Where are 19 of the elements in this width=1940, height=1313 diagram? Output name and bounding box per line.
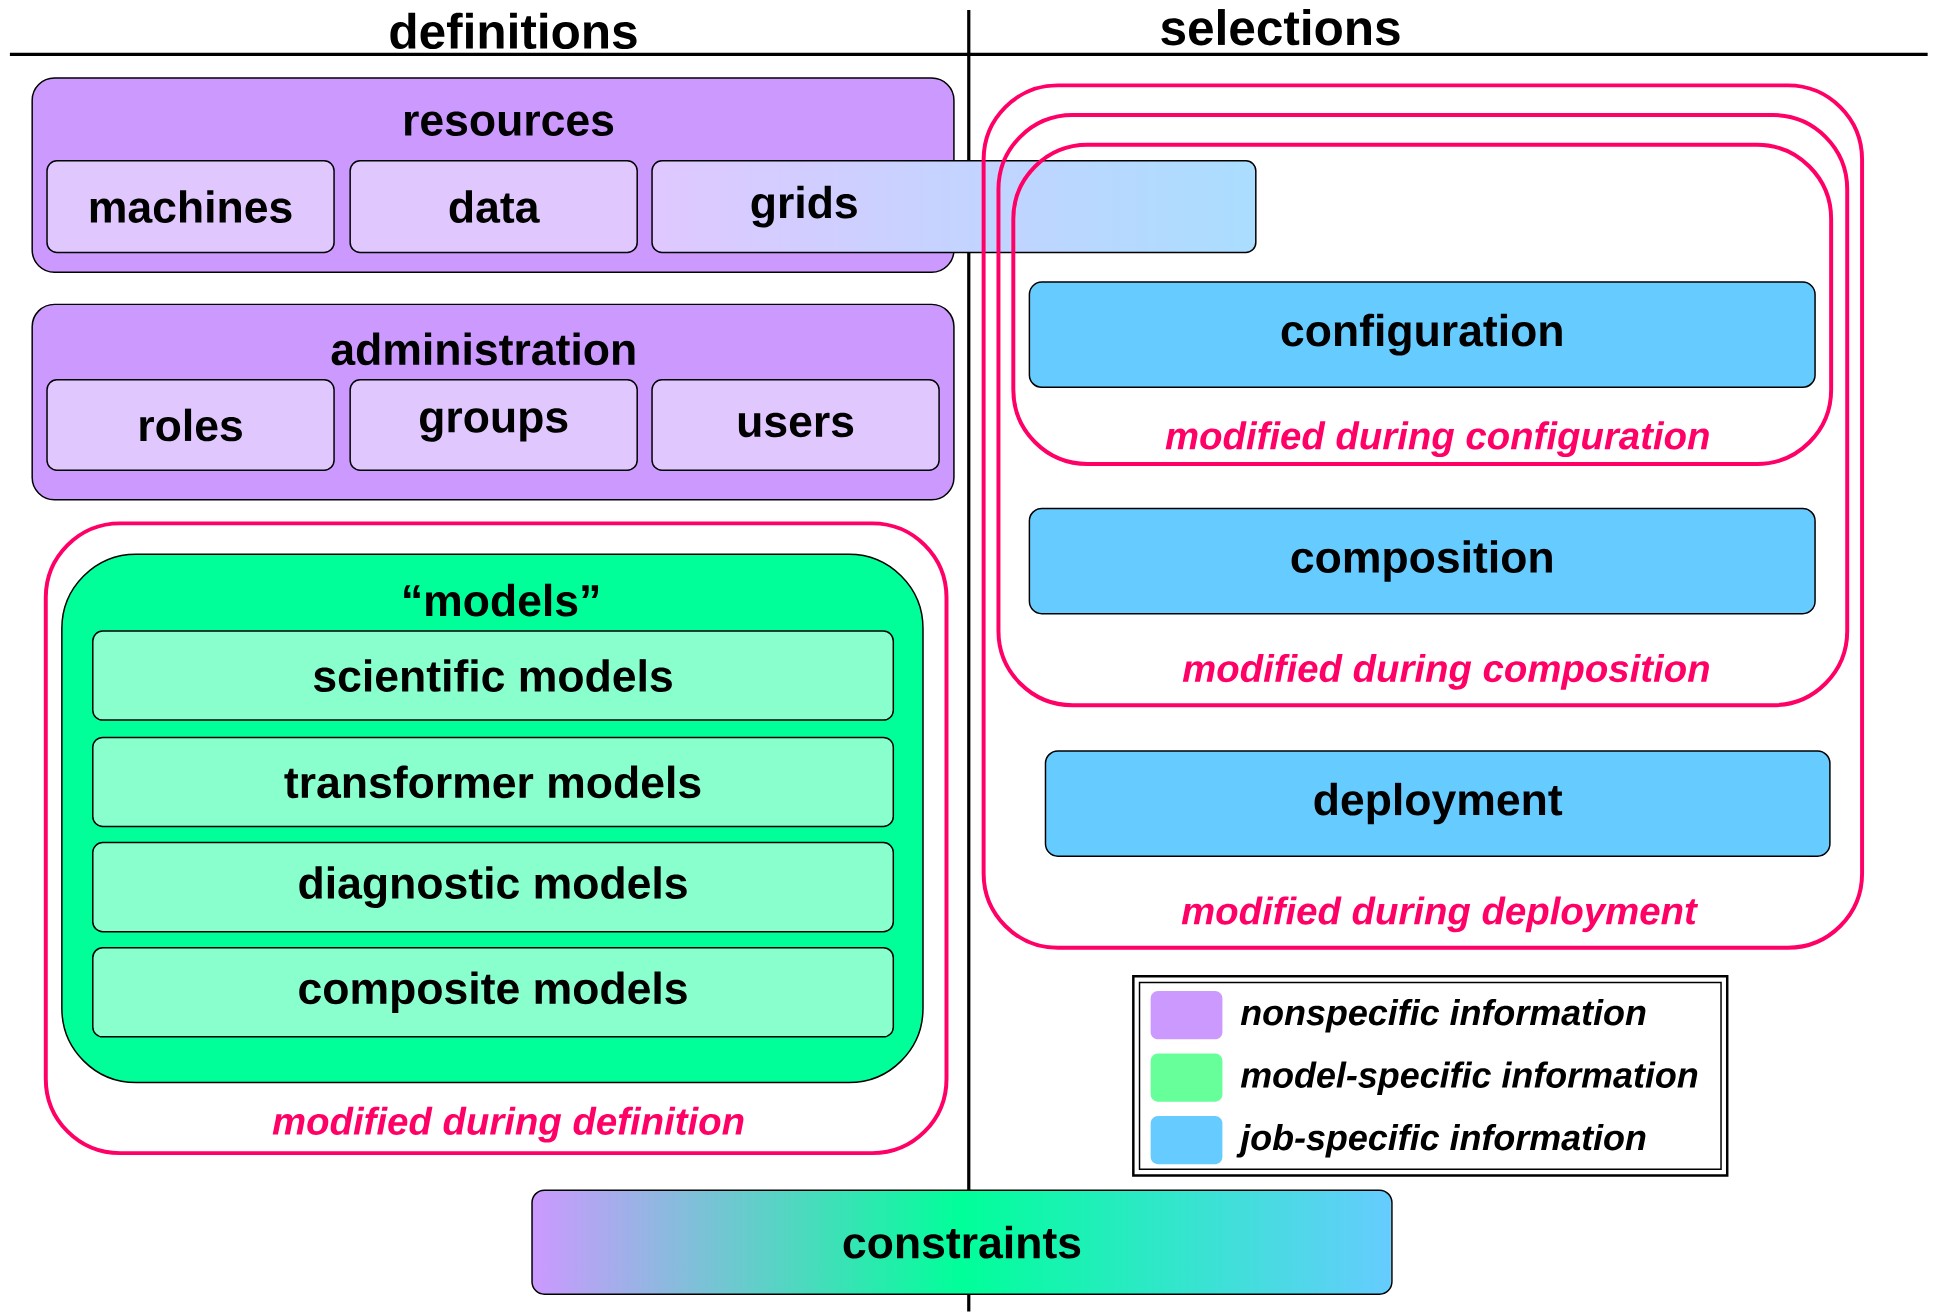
item-box: users [651,379,940,472]
model-box: composite models [92,947,895,1038]
stage-box: configuration [1028,281,1816,389]
item-box: data [349,160,638,254]
stage-box: composition [1028,507,1816,615]
column-heading: definitions [390,12,637,50]
constraints-box: constraints [531,1189,1393,1296]
stage-box: deployment [1044,750,1831,858]
model-box: scientific models [92,630,895,721]
legend-text: nonspecific information [1240,999,1646,1033]
item-box: roles [46,379,335,472]
item-box: groups [349,379,638,472]
model-box: diagnostic models [92,842,895,933]
column-heading: selections [1161,9,1400,46]
item-box: machines [46,160,335,254]
legend-text: job-specific information [1236,1124,1646,1158]
item-box: grids [651,160,1257,254]
legend-text: model-specific information [1240,1061,1698,1096]
model-box: transformer models [92,736,895,828]
